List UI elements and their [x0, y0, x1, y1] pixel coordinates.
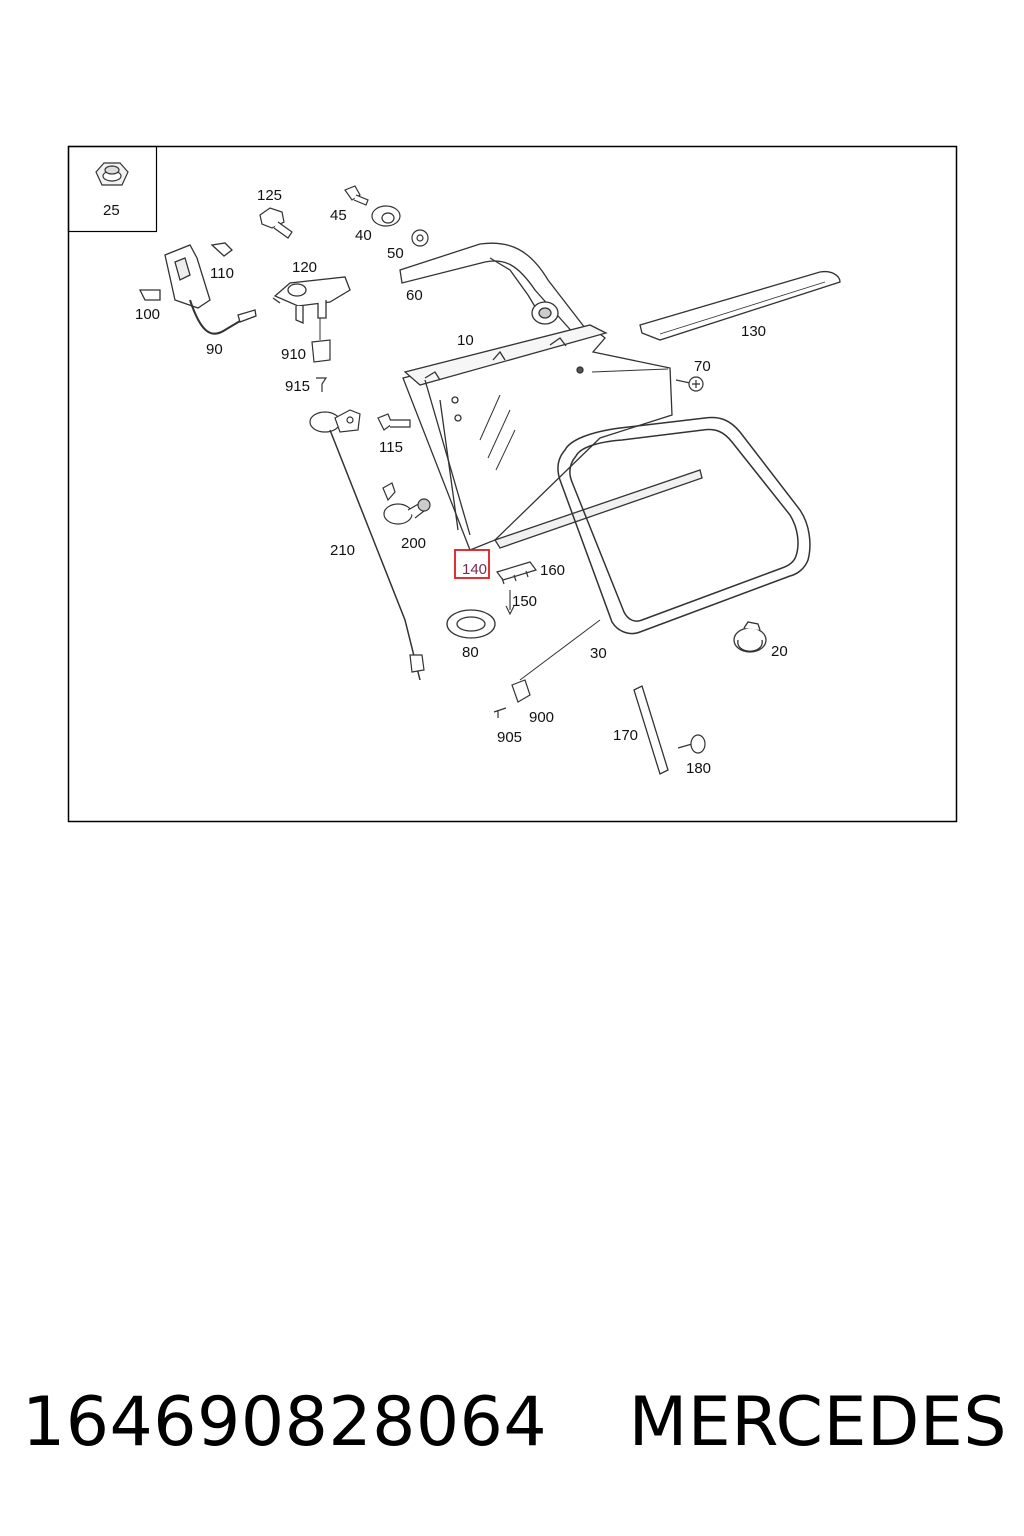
callout-110: 110 — [210, 265, 234, 282]
callout-45: 45 — [330, 207, 347, 224]
callout-200: 200 — [401, 535, 426, 552]
callout-90: 90 — [206, 341, 223, 358]
inset-box — [67, 145, 158, 233]
callout-30: 30 — [590, 645, 607, 662]
callout-910: 910 — [281, 346, 306, 363]
sensor-icon — [493, 679, 531, 718]
callout-915: 915 — [285, 378, 310, 395]
brand-name: MERCEDES — [628, 1382, 1007, 1462]
release-cable-icon — [309, 409, 425, 681]
callout-70: 70 — [694, 358, 711, 375]
callout-130: 130 — [741, 323, 766, 340]
callout-40: 40 — [355, 227, 372, 244]
callout-210: 210 — [330, 542, 355, 559]
callout-10: 10 — [457, 332, 474, 349]
callout-160: 160 — [540, 562, 565, 579]
callout-50: 50 — [387, 245, 404, 262]
grommet-icon — [446, 609, 496, 639]
callout-20: 20 — [771, 643, 788, 660]
callout-80: 80 — [462, 644, 479, 661]
screw-icon — [675, 376, 704, 392]
bolt-icon — [259, 185, 429, 431]
callout-180: 180 — [686, 760, 711, 777]
latch-icon — [382, 482, 431, 525]
callout-125: 125 — [257, 187, 282, 204]
footer-caption: 164690828064 MERCEDES — [22, 1372, 1007, 1472]
callout-905: 905 — [497, 729, 522, 746]
nut-icon — [95, 162, 129, 186]
callout-150: 150 — [512, 593, 537, 610]
part-number: 164690828064 — [22, 1382, 548, 1462]
callout-60: 60 — [406, 287, 423, 304]
cap-icon — [733, 621, 767, 653]
window-glass-icon — [402, 324, 703, 551]
connector-icon — [311, 339, 331, 392]
diagram-frame — [67, 145, 958, 823]
hinge-icon — [138, 242, 257, 335]
motor-icon — [272, 276, 351, 324]
callout-120: 120 — [292, 259, 317, 276]
screw-icon — [677, 734, 706, 754]
clip-icon — [496, 561, 537, 585]
callout-900: 900 — [529, 709, 554, 726]
callout-115: 115 — [379, 439, 403, 456]
pillar-trim-icon — [633, 685, 669, 775]
highlight-box — [454, 549, 490, 579]
trim-strip-icon — [399, 242, 586, 336]
callout-100: 100 — [135, 306, 160, 323]
inset-label: 25 — [103, 202, 120, 219]
callout-140: 140 — [462, 561, 487, 578]
chrome-strip-icon — [639, 270, 841, 341]
callout-170: 170 — [613, 727, 638, 744]
window-seal-icon — [557, 416, 811, 635]
